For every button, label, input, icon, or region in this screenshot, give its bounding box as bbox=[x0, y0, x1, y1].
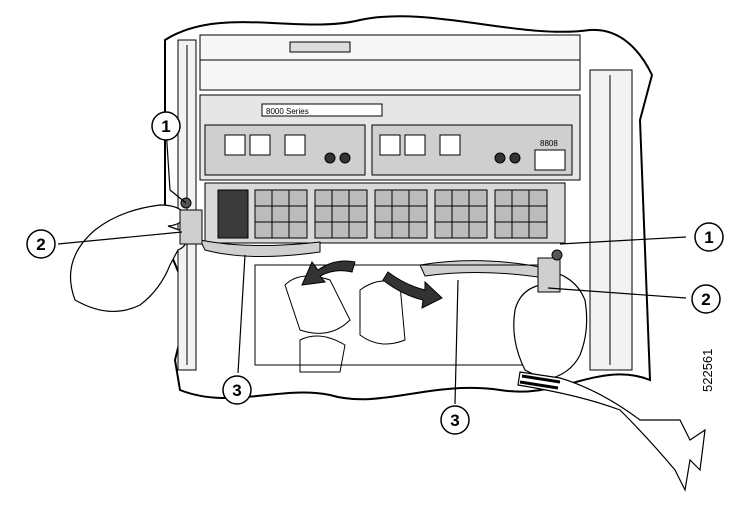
svg-text:3: 3 bbox=[450, 411, 459, 430]
leader-lines bbox=[57, 127, 687, 405]
top-empty-bay bbox=[199, 34, 581, 91]
port-group-1 bbox=[254, 189, 308, 239]
left-ejector-lever bbox=[179, 209, 203, 245]
rotate-arrow-right bbox=[382, 271, 443, 309]
right-ejector-lever bbox=[537, 257, 561, 293]
callout-2-left: 2 bbox=[26, 229, 56, 259]
rotate-arrow-left bbox=[301, 260, 356, 286]
chassis-model-label: 8808 bbox=[540, 139, 558, 148]
svg-text:1: 1 bbox=[704, 228, 713, 247]
line-card bbox=[204, 182, 566, 244]
callout-3-left: 3 bbox=[222, 375, 252, 405]
right-sleeve bbox=[517, 371, 706, 492]
svg-text:2: 2 bbox=[36, 235, 45, 254]
svg-text:1: 1 bbox=[161, 117, 170, 136]
figure-id-label: 522561 bbox=[700, 348, 715, 392]
rack-rail-right bbox=[589, 69, 633, 371]
callout-3-right: 3 bbox=[440, 405, 470, 435]
sleeve-stripes bbox=[519, 374, 561, 390]
port-group-2 bbox=[314, 189, 368, 239]
right-captive-screw bbox=[551, 249, 563, 261]
left-handle bbox=[199, 239, 321, 258]
port-group-4 bbox=[434, 189, 488, 239]
callout-1-right: 1 bbox=[694, 222, 724, 252]
right-hand bbox=[513, 269, 588, 381]
svg-text:2: 2 bbox=[701, 290, 710, 309]
callout-2-right: 2 bbox=[691, 284, 721, 314]
left-hand bbox=[69, 204, 188, 313]
callout-1-left: 1 bbox=[151, 111, 181, 141]
port-group-3 bbox=[374, 189, 428, 239]
chassis-series-label: 8000 Series bbox=[266, 107, 309, 116]
port-group-5 bbox=[494, 189, 548, 239]
chassis-top-section bbox=[199, 94, 581, 181]
svg-text:3: 3 bbox=[232, 381, 241, 400]
